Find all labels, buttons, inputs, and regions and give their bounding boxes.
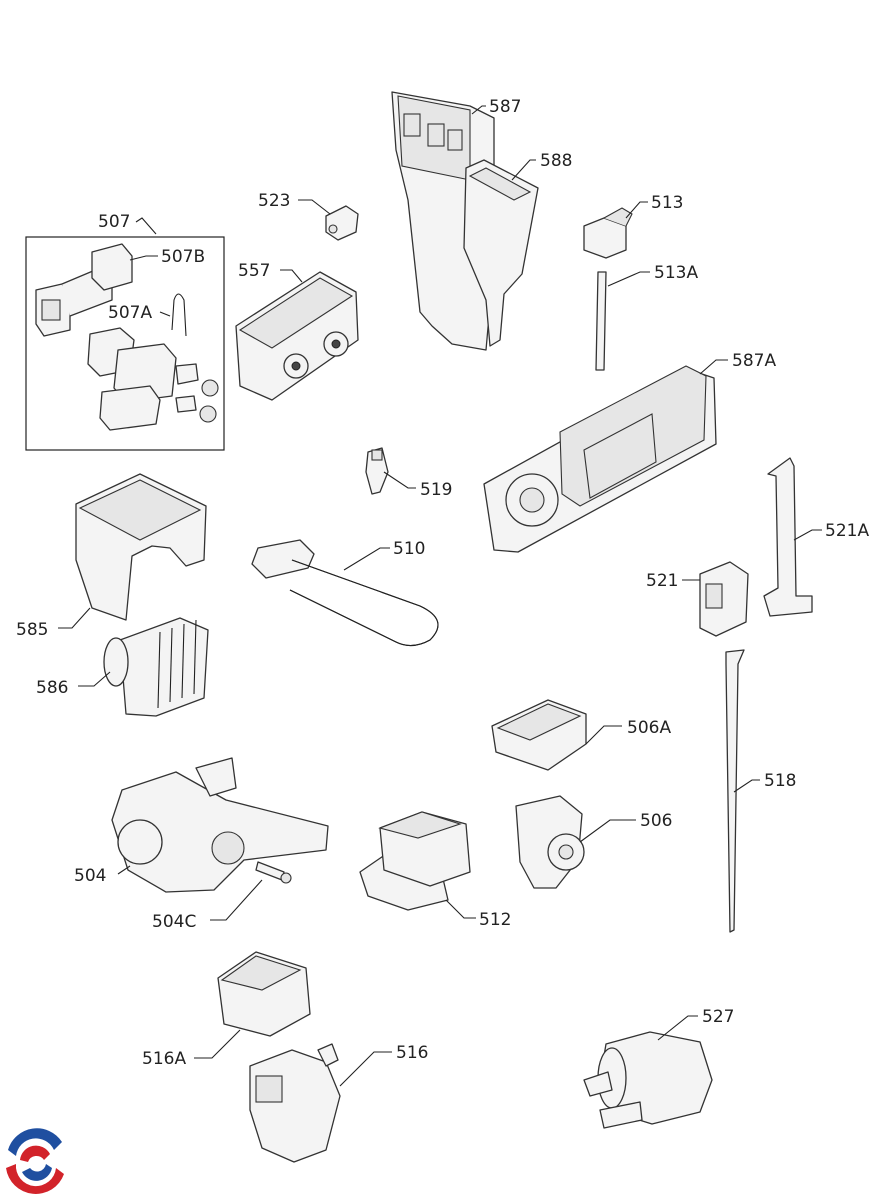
part-513-clip [583, 207, 633, 259]
leader-512 [445, 899, 476, 919]
leader-507b [129, 255, 158, 261]
label-513: 513 [651, 193, 683, 213]
leader-513a [607, 271, 650, 287]
part-507-valve [87, 327, 219, 431]
label-587a: 587A [732, 351, 776, 371]
label-586: 586 [36, 678, 68, 698]
leader-557 [280, 269, 303, 283]
leader-516a [194, 1029, 241, 1059]
leader-587a [699, 359, 728, 375]
part-507b-cap [35, 243, 133, 337]
leader-587 [471, 105, 486, 115]
label-516a: 516A [142, 1049, 186, 1069]
label-507: 507 [98, 212, 130, 232]
part-506-pump [515, 795, 585, 889]
leader-516 [339, 1051, 392, 1087]
leader-586 [78, 671, 111, 687]
label-504: 504 [74, 866, 106, 886]
part-labels: 587 588 523 513 507 507B 507A 557 513A 5… [16, 97, 869, 1069]
label-527: 527 [702, 1007, 734, 1027]
leader-521a [793, 529, 822, 541]
part-510-heater [251, 539, 439, 647]
part-521a-bracket [763, 457, 813, 617]
leader-506 [579, 819, 636, 843]
part-587a-panel [483, 365, 717, 553]
label-523: 523 [258, 191, 290, 211]
part-516a-cover [217, 951, 311, 1037]
group-507-frame [25, 236, 225, 451]
part-504c-screw [255, 861, 292, 884]
part-588-bracket [463, 159, 539, 347]
label-504c: 504C [152, 912, 196, 932]
part-523-bracket [325, 205, 359, 241]
leader-588 [511, 159, 536, 181]
label-506a: 506A [627, 718, 671, 738]
part-504-motor [111, 757, 329, 893]
leader-527 [657, 1015, 698, 1041]
label-513a: 513A [654, 263, 698, 283]
label-516: 516 [396, 1043, 428, 1063]
leader-504c [210, 879, 263, 921]
part-513a-rod [595, 271, 607, 371]
label-518: 518 [764, 771, 796, 791]
leader-506a [585, 725, 622, 745]
part-587-board [391, 91, 495, 351]
label-507a: 507A [108, 303, 152, 323]
leader-lines [58, 105, 822, 1087]
label-557: 557 [238, 261, 270, 281]
leader-510 [343, 547, 390, 571]
leader-519 [383, 471, 416, 489]
leader-504 [117, 865, 131, 875]
label-588: 588 [540, 151, 572, 171]
label-521a: 521A [825, 521, 869, 541]
label-585: 585 [16, 620, 48, 640]
part-506a-cover [491, 699, 587, 771]
part-557-module [235, 271, 359, 401]
part-585-cover [75, 473, 207, 621]
leader-507a [159, 311, 171, 317]
leader-513 [625, 201, 648, 219]
label-512: 512 [479, 910, 511, 930]
electrolux-style-swirl-logo-icon [3, 1128, 67, 1194]
leader-523 [298, 199, 331, 215]
leader-507 [135, 217, 157, 235]
part-512-tray [359, 811, 471, 911]
label-510: 510 [393, 539, 425, 559]
part-586-filter [103, 617, 209, 717]
leader-585 [58, 607, 91, 629]
label-587: 587 [489, 97, 521, 117]
label-519: 519 [420, 480, 452, 500]
part-507a-clip [171, 293, 187, 337]
leader-518 [733, 779, 760, 793]
part-527-motor [583, 1031, 713, 1129]
label-521: 521 [646, 571, 678, 591]
label-506: 506 [640, 811, 672, 831]
part-521-lock [699, 561, 749, 637]
label-507b: 507B [161, 247, 205, 267]
part-519-sensor [365, 447, 389, 495]
part-516-pump [249, 1043, 341, 1163]
